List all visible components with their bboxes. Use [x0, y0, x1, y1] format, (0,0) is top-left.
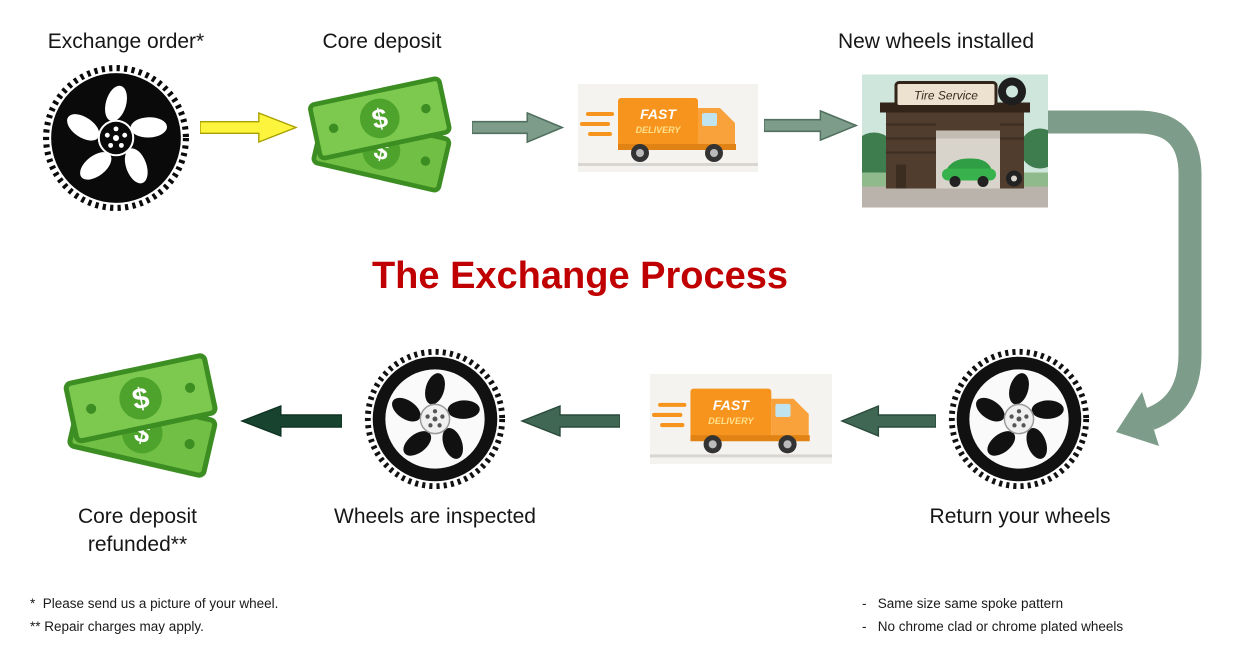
arrow-inspected-to-refund — [240, 404, 342, 438]
wheel-inspected-icon — [362, 346, 508, 492]
footnote-picture-of-wheel: * Please send us a picture of your wheel… — [30, 596, 279, 611]
wheel-return-icon — [946, 346, 1092, 492]
money-icon-refund: $ $ — [52, 342, 234, 488]
truck-text-fast: FAST — [713, 397, 751, 413]
black-wheel-icon — [40, 62, 192, 214]
step-label-exchange-order: Exchange order* — [47, 30, 205, 53]
truck-text-delivery: DELIVERY — [708, 416, 754, 426]
dollar-sign-icon: $ — [369, 102, 390, 135]
step-label-wheels-inspected: Wheels are inspected — [334, 505, 536, 528]
arrow-return-to-delivery — [840, 404, 936, 438]
tire-service-shop-icon: Tire Service — [862, 74, 1048, 208]
step-label-core-deposit-refunded: Core deposit refunded** — [77, 505, 198, 557]
step-label-new-wheels-installed: New wheels installed — [837, 30, 1035, 53]
arrow-delivery-to-inspected — [520, 404, 620, 438]
step-label-return-your-wheels: Return your wheels — [929, 505, 1111, 528]
footnote-no-chrome: - No chrome clad or chrome plated wheels — [862, 619, 1124, 634]
delivery-truck-icon: FAST DELIVERY — [578, 84, 758, 172]
truck-text-delivery: DELIVERY — [636, 125, 682, 135]
arrow-shop-to-return-curved — [1046, 88, 1230, 460]
arrow-delivery-to-shop — [764, 109, 858, 142]
shop-sign-text: Tire Service — [914, 89, 978, 103]
arrow-deposit-to-delivery — [472, 111, 564, 144]
truck-text-fast: FAST — [640, 106, 677, 122]
step-label-core-deposit: Core deposit — [322, 30, 442, 53]
delivery-truck-icon-return: FAST DELIVERY — [650, 374, 832, 464]
page-title: The Exchange Process — [371, 255, 789, 297]
footnote-repair-charges: ** Repair charges may apply. — [30, 619, 204, 634]
money-icon-core-deposit: $ $ — [293, 68, 471, 200]
dollar-sign-icon: $ — [129, 381, 152, 417]
footnote-same-size-spoke: - Same size same spoke pattern — [862, 596, 1064, 611]
arrow-exchange-to-deposit — [200, 111, 298, 144]
